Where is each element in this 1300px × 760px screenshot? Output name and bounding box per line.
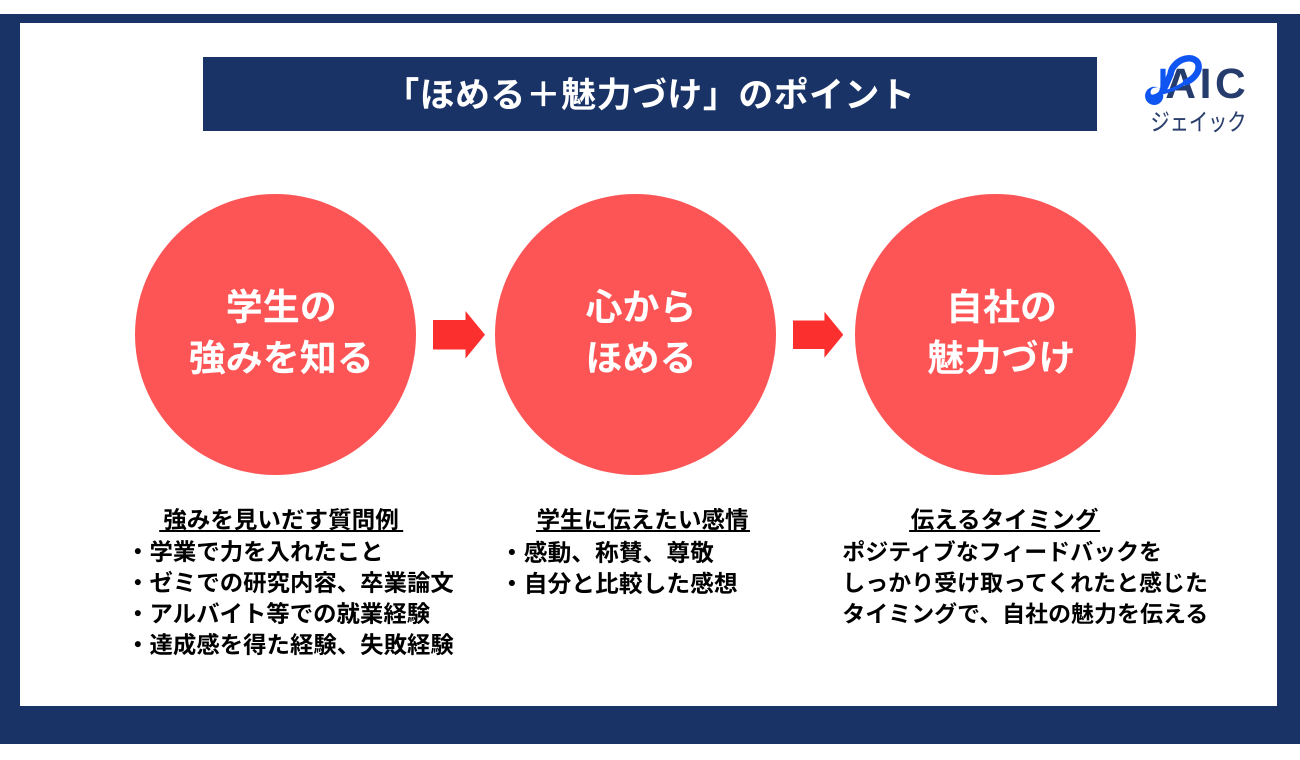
svg-text:AIC: AIC — [1165, 61, 1249, 108]
svg-text:ジェイック: ジェイック — [1151, 102, 1247, 136]
